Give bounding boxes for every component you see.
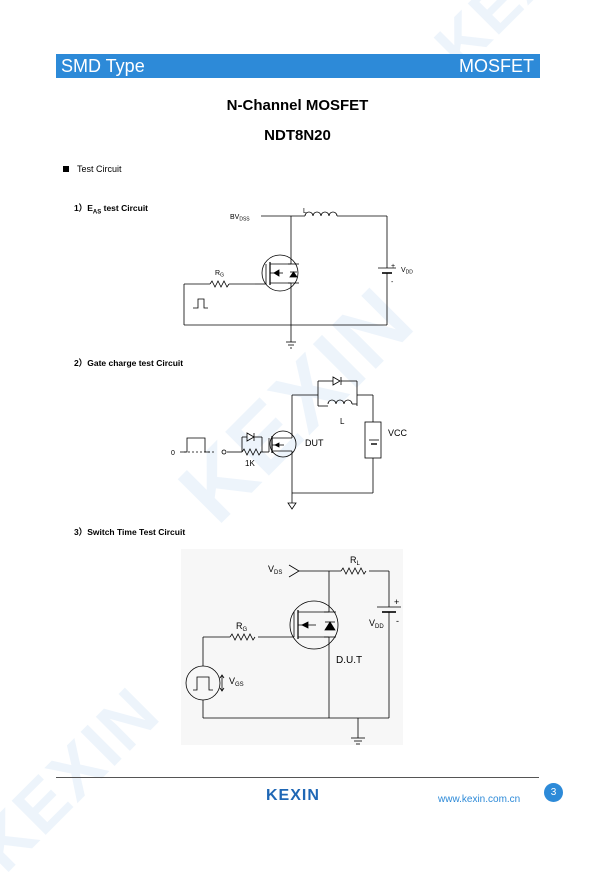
rg-label: RG [215,270,224,279]
circuit-3-title: 3）Switch Time Test Circuit [74,527,186,537]
battery-minus-label: - [396,616,399,626]
resistor-label: 1K [245,459,255,468]
gate-charge-circuit: DUT L VCC 1K 0 [171,376,408,510]
rg-label: RG [236,621,248,633]
ground-icon [351,737,365,745]
dut-label: DUT [305,438,324,448]
vdd-label: VDD [401,267,413,276]
vcc-label: VCC [388,428,408,438]
inductor-label: L [303,208,307,215]
inductor-icon [304,211,338,217]
page-number: 3 [544,783,563,802]
zero-label: 0 [171,450,175,457]
footer-divider [56,777,539,778]
bvdss-label: BVDSS [230,214,250,223]
circuit-diagrams: BVDSS L RG + - VDD [171,208,413,745]
eas-test-circuit: BVDSS L RG + - VDD [183,208,413,349]
resistor-icon [229,633,256,641]
rl-label: RL [350,555,361,567]
mosfet-icon [255,253,299,292]
part-number: NDT8N20 [264,127,331,144]
header-right-label: MOSFET [459,55,534,76]
vgs-arrow-icon [219,674,225,692]
battery-plus-label: + [391,263,395,270]
ground-icon [286,341,296,349]
battery-plus-label: + [394,597,399,607]
diode-icon [246,432,255,442]
header-bar: SMD Type MOSFET [56,54,540,78]
terminal-icon [221,449,227,455]
header-left-label: SMD Type [61,55,145,76]
vgs-label: VGS [229,676,244,688]
ground-icon [287,502,297,510]
resistor-icon [340,567,367,575]
mosfet-icon [268,430,297,458]
section-label: Test Circuit [77,164,122,174]
resistor-icon [209,280,230,288]
battery-minus-label: - [391,279,394,286]
switch-time-circuit: VDS RL RG VDD + - VGS D.U.T [181,549,403,745]
section-heading: Test Circuit [63,164,122,174]
inductor-label: L [340,417,345,426]
brand-logo: KEXIN [266,787,320,804]
resistor-icon [241,448,262,456]
pulse-icon [182,437,210,453]
circuit-2-title: 2）Gate charge test Circuit [74,358,184,368]
website-url: www.kexin.com.cn [438,794,521,805]
page-title: N-Channel MOSFET [226,97,369,114]
circuit-1-title: 1）EAS test Circuit [74,203,149,216]
vds-label: VDS [268,564,282,576]
diode-icon [332,376,341,386]
vdd-label: VDD [369,618,384,630]
pulse-icon [193,298,208,309]
mosfet-icon [289,600,339,650]
inductor-icon [327,399,353,405]
dut-label: D.U.T [336,655,362,666]
bullet-square-icon [63,166,69,172]
pulse-icon [193,676,213,691]
